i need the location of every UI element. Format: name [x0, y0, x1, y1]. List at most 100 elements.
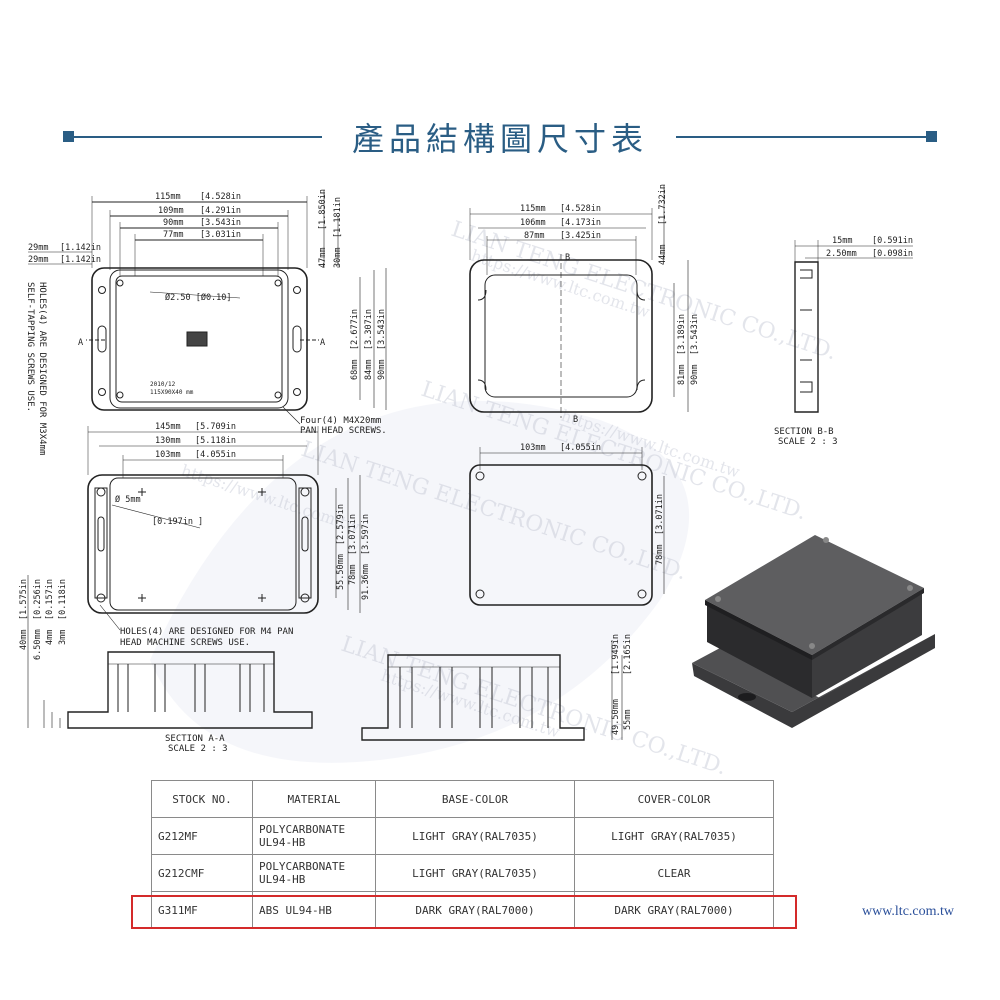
- dim-sb-2: 2.50mm: [826, 249, 857, 259]
- heading-left-rule: [74, 136, 322, 138]
- dim-sa-3in: [0.118in: [58, 579, 68, 620]
- side-view: [361, 640, 623, 741]
- section-mark-a-left: A: [78, 338, 83, 348]
- top-view-dimensions: 115mm [4.528in 109mm [4.291in 90mm [3.54…: [25, 189, 387, 455]
- dim-base-103in: [4.055in: [195, 450, 236, 460]
- dim-sb-15: 15mm: [832, 236, 852, 246]
- dim-top-90: 90mm: [163, 218, 183, 228]
- material-line-1: ABS UL94-HB: [259, 903, 332, 917]
- stock-cell: G212CMF: [151, 854, 253, 892]
- header-stock: STOCK NO.: [151, 780, 253, 818]
- top-label-date: 2010/12: [150, 381, 176, 388]
- cover-color-cell: CLEAR: [574, 854, 774, 892]
- dim-base-91: 91.36mm: [361, 564, 371, 600]
- dim-side-55: 55mm: [623, 710, 633, 730]
- spec-table: STOCK NO. MATERIAL BASE-COLOR COVER-COLO…: [151, 780, 774, 929]
- dim-sa-4in: [0.157in: [45, 579, 55, 620]
- highlighted-row-frame: [131, 895, 797, 929]
- stock-cell: G212MF: [151, 817, 253, 855]
- material-line-2: UL94-HB: [259, 836, 306, 849]
- dim-sa-6: 6.50mm: [33, 629, 43, 660]
- dim-top-30: 30mm: [333, 248, 343, 268]
- heading-left-square: [63, 131, 74, 142]
- dim-cov-87: 87mm: [524, 231, 544, 241]
- dim-cov-87in: [3.425in: [560, 231, 601, 241]
- section-a-view: [27, 575, 313, 729]
- base-hole-diameter-in: [0.197in ]: [152, 517, 203, 527]
- dim-cov-44in: [1.732in: [658, 184, 668, 225]
- base-view-dimensions: 145mm [5.709in 130mm [5.118in 103mm [4.0…: [115, 422, 371, 648]
- top-view: [28, 190, 387, 425]
- dim-top-77in: [3.031in: [200, 230, 241, 240]
- dim-top-115in: [4.528in: [200, 192, 241, 202]
- dim-top-77: 77mm: [163, 230, 183, 240]
- dim-base-78in: [3.071in: [348, 514, 358, 555]
- base-holes-note-1: HOLES(4) ARE DESIGNED FOR M4 PAN: [120, 627, 293, 637]
- heading-right-rule: [676, 136, 926, 138]
- dim-sa-40in: [1.575in: [19, 579, 29, 620]
- cover-view-dimensions: 115mm [4.528in 106mm [4.173in 87mm [3.42…: [520, 184, 700, 425]
- dim-cov-115: 115mm: [520, 204, 546, 214]
- stock-cell: G311MF: [151, 891, 253, 929]
- section-mark-a-right: A: [320, 338, 325, 348]
- dim-base-145: 145mm: [155, 422, 181, 432]
- base-hole-diameter: Ø 5mm: [115, 494, 141, 505]
- cover-color-cell: LIGHT GRAY(RAL7035): [574, 817, 774, 855]
- dim-cov-115in: [4.528in: [560, 204, 601, 214]
- page-title: 產品結構圖尺寸表: [351, 120, 648, 158]
- dim-top-115: 115mm: [155, 192, 181, 202]
- dim-cov-44: 44mm: [658, 245, 668, 265]
- dim-top-47: 47mm: [318, 248, 328, 268]
- holes-note-1: HOLES(4) ARE DESIGNED FOR M3X4mm: [37, 282, 47, 455]
- dim-side-49in: [1.949in: [611, 634, 621, 675]
- page-heading: 產品結構圖尺寸表: [0, 112, 1000, 162]
- screw-note-2: PAN HEAD SCREWS.: [300, 426, 387, 436]
- base-color-cell: LIGHT GRAY(RAL7035): [375, 854, 575, 892]
- dim-sa-3: 3mm: [58, 630, 68, 645]
- dim-base-145in: [5.709in: [195, 422, 236, 432]
- footer-url[interactable]: www.ltc.com.tw: [862, 904, 955, 919]
- dim-top-29a-in: [1.142in: [60, 243, 101, 253]
- dim-top-90in: [3.543in: [200, 218, 241, 228]
- section-b-view: [794, 240, 913, 413]
- material-line-1: POLYCARBONATE: [259, 860, 346, 873]
- section-a-title: SECTION A-A: [165, 734, 225, 744]
- base-color-cell: LIGHT GRAY(RAL7035): [375, 817, 575, 855]
- base-view: [87, 426, 361, 631]
- dim-cov-81: 81mm: [677, 365, 687, 385]
- dim-top-47in: [1.850in: [318, 189, 328, 230]
- dim-base-78: 78mm: [348, 565, 358, 585]
- base-holes-note-2: HEAD MACHINE SCREWS USE.: [120, 638, 250, 648]
- enclosure-3d-render: [692, 535, 935, 728]
- dim-cov-106: 106mm: [520, 218, 546, 228]
- top-hole-diameter: Ø2.50 [Ø0.10]: [165, 292, 232, 303]
- dim-sa-40: 40mm: [19, 630, 29, 650]
- heading-right-square: [926, 131, 937, 142]
- cover-bottom-view: [469, 447, 665, 606]
- dim-side-49: 49.50mm: [611, 699, 621, 735]
- material-cell: ABS UL94-HB: [252, 891, 376, 929]
- top-label-size: 115X90X40 mm: [150, 389, 194, 396]
- dim-cb-103in: [4.055in: [560, 443, 601, 453]
- dim-top-90v: 90mm: [377, 360, 387, 380]
- section-b-title: SECTION B-B: [774, 427, 834, 437]
- side-view-dimensions: 49.50mm [1.949in 55mm [2.165in: [611, 634, 633, 735]
- material-line-1: POLYCARBONATE: [259, 823, 346, 836]
- dim-base-55: 55.50mm: [336, 554, 346, 590]
- screw-note-1: Four(4) M4X20mm: [300, 416, 381, 426]
- holes-note-2: SELF-TAPPING SCREWS USE.: [25, 282, 35, 412]
- dim-top-68: 68mm: [350, 360, 360, 380]
- dim-base-130in: [5.118in: [195, 436, 236, 446]
- table-row: G311MF ABS UL94-HB DARK GRAY(RAL7000) DA…: [151, 891, 774, 929]
- dim-top-84: 84mm: [364, 360, 374, 380]
- dim-cb-103: 103mm: [520, 443, 546, 453]
- cover-bottom-dimensions: 103mm [4.055in 78mm [3.071in: [520, 443, 665, 565]
- header-base-color: BASE-COLOR: [375, 780, 575, 818]
- dim-cov-81in: [3.189in: [677, 314, 687, 355]
- section-a-dimensions: 40mm [1.575in 6.50mm [0.256in 4mm [0.157…: [19, 579, 228, 754]
- dim-cb-78: 78mm: [655, 545, 665, 565]
- dim-base-91in: [3.597in: [361, 514, 371, 555]
